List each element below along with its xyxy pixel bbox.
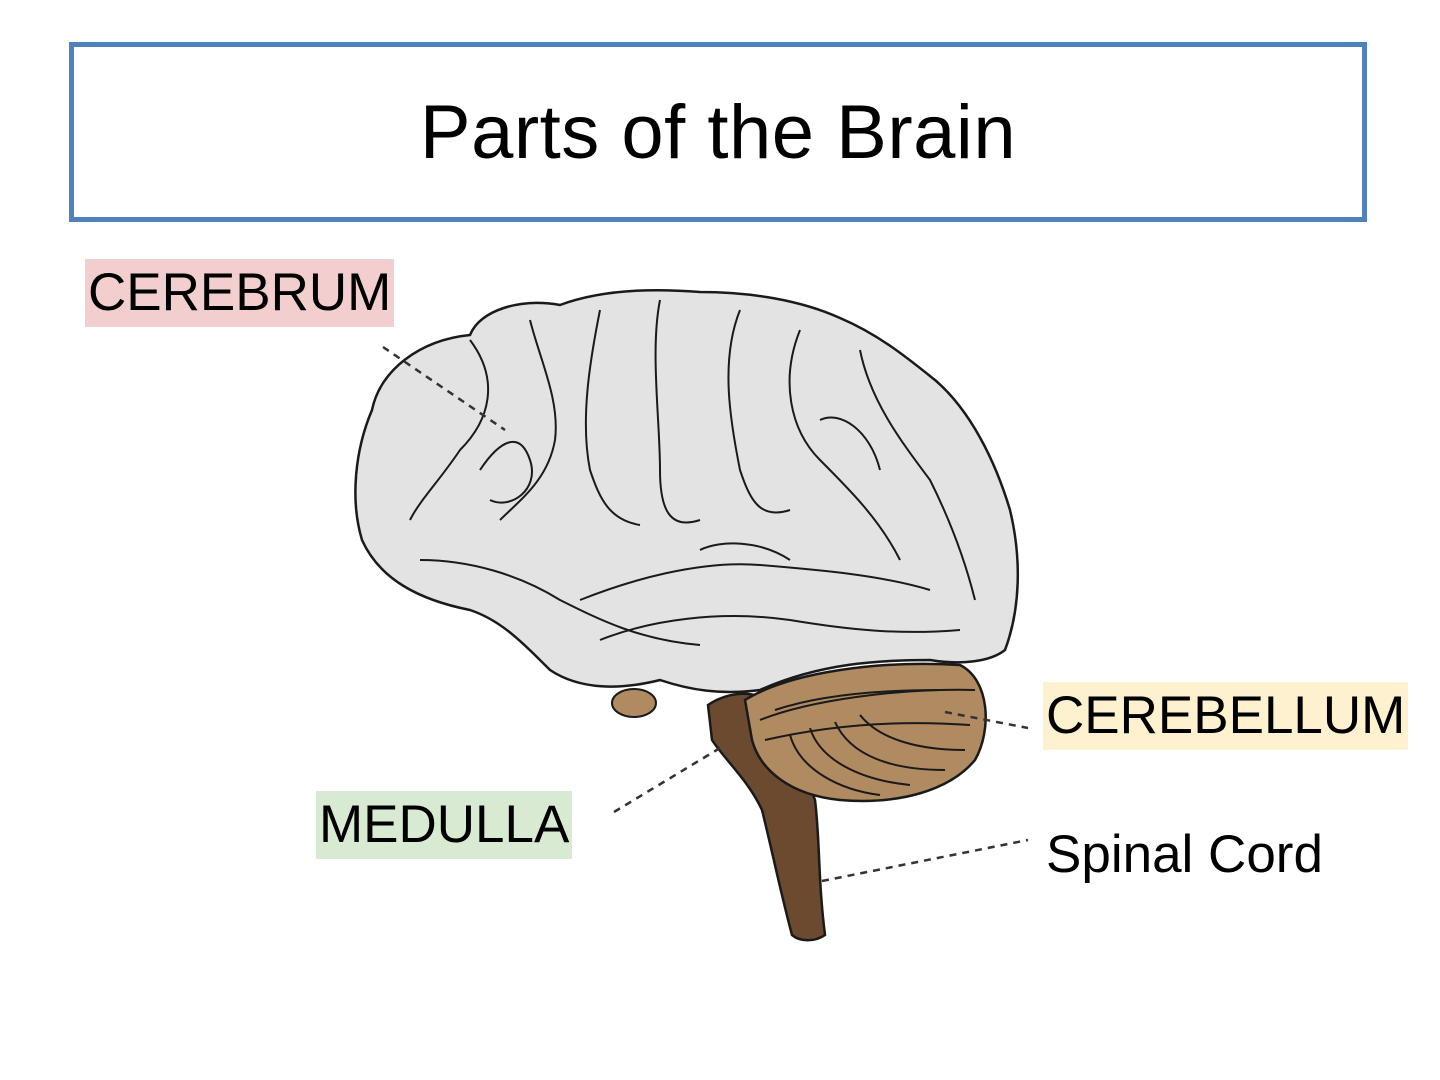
cerebrum <box>354 288 1020 694</box>
cerebrum-label: CEREBRUM <box>85 259 395 327</box>
cerebrum-leader-line <box>382 345 506 432</box>
cerebellum-leader-line <box>944 710 1029 730</box>
medulla-leader-line <box>613 746 721 814</box>
title-box: Parts of the Brain <box>69 42 1367 222</box>
cerebellum <box>743 662 987 803</box>
pituitary <box>611 688 657 718</box>
medulla-label: MEDULLA <box>316 791 573 859</box>
spinal-cord-leader-line <box>821 838 1029 883</box>
cerebellum-label: CEREBELLUM <box>1043 682 1409 750</box>
spinal-cord-label: Spinal Cord <box>1046 825 1323 884</box>
page-title: Parts of the Brain <box>419 89 1017 175</box>
